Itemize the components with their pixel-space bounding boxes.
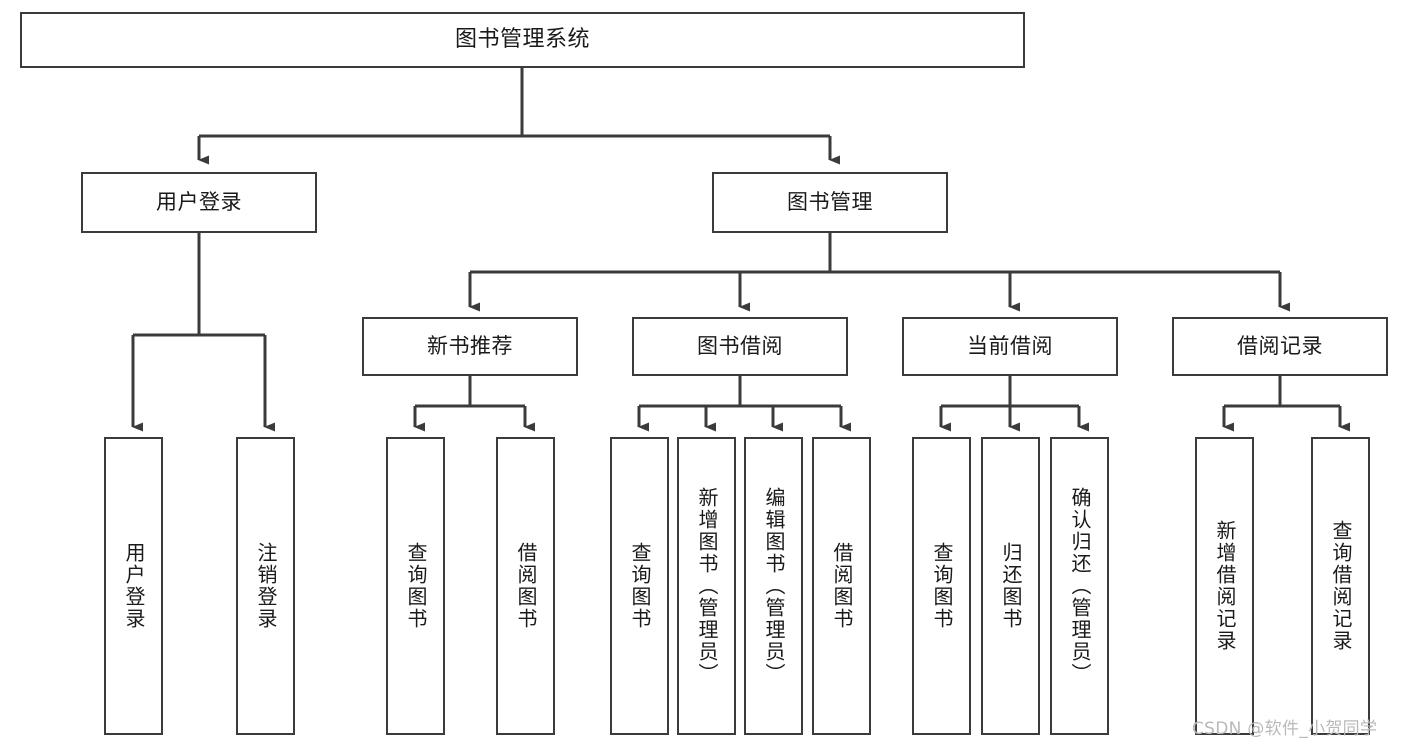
node-label: 图书借阅 (697, 334, 783, 359)
node-root-book-management-system[interactable]: 图书管理系统 (20, 12, 1025, 68)
node-label: 查询图书 (628, 542, 652, 630)
node-label: 图书管理系统 (454, 27, 590, 53)
node-label: 查询图书 (930, 542, 954, 630)
leaf-current-borrow-confirm-return-admin[interactable]: 确认归还（管理员） (1050, 437, 1109, 735)
leaf-book-borrow-borrow-book[interactable]: 借阅图书 (812, 437, 871, 735)
csdn-watermark: CSDN @软件_小贺同学 (1192, 719, 1378, 739)
node-borrowing-records[interactable]: 借阅记录 (1172, 317, 1388, 376)
node-label: 注销登录 (254, 542, 278, 630)
node-label: 归还图书 (999, 542, 1023, 630)
node-label: 图书管理 (787, 190, 873, 215)
node-label: 借阅记录 (1237, 334, 1323, 359)
node-current-borrowing[interactable]: 当前借阅 (902, 317, 1118, 376)
node-label: 查询借阅记录 (1329, 520, 1353, 652)
leaf-book-borrow-add-book-admin[interactable]: 新增图书（管理员） (677, 437, 736, 735)
node-book-management[interactable]: 图书管理 (712, 172, 948, 233)
node-label: 确认归还（管理员） (1068, 487, 1092, 685)
node-book-borrowing[interactable]: 图书借阅 (632, 317, 848, 376)
leaf-user-login-signin[interactable]: 用户登录 (104, 437, 163, 735)
node-label: 编辑图书（管理员） (762, 487, 786, 685)
leaf-current-borrow-query-book[interactable]: 查询图书 (912, 437, 971, 735)
leaf-borrow-record-add-record[interactable]: 新增借阅记录 (1195, 437, 1254, 735)
node-label: 当前借阅 (967, 334, 1053, 359)
node-label: 借阅图书 (514, 542, 538, 630)
node-label: 用户登录 (122, 542, 146, 630)
leaf-new-book-query-book[interactable]: 查询图书 (386, 437, 445, 735)
node-label: 借阅图书 (830, 542, 854, 630)
leaf-book-borrow-edit-book-admin[interactable]: 编辑图书（管理员） (744, 437, 803, 735)
node-user-login[interactable]: 用户登录 (81, 172, 317, 233)
node-label: 用户登录 (156, 190, 242, 215)
leaf-borrow-record-query-record[interactable]: 查询借阅记录 (1311, 437, 1370, 735)
node-label: 新书推荐 (427, 334, 513, 359)
node-new-book-recommendation[interactable]: 新书推荐 (362, 317, 578, 376)
node-label: 新增图书（管理员） (695, 487, 719, 685)
leaf-current-borrow-return-book[interactable]: 归还图书 (981, 437, 1040, 735)
leaf-new-book-borrow-book[interactable]: 借阅图书 (496, 437, 555, 735)
node-label: 查询图书 (404, 542, 428, 630)
leaf-user-login-signout[interactable]: 注销登录 (236, 437, 295, 735)
leaf-book-borrow-query-book[interactable]: 查询图书 (610, 437, 669, 735)
node-label: 新增借阅记录 (1213, 520, 1237, 652)
